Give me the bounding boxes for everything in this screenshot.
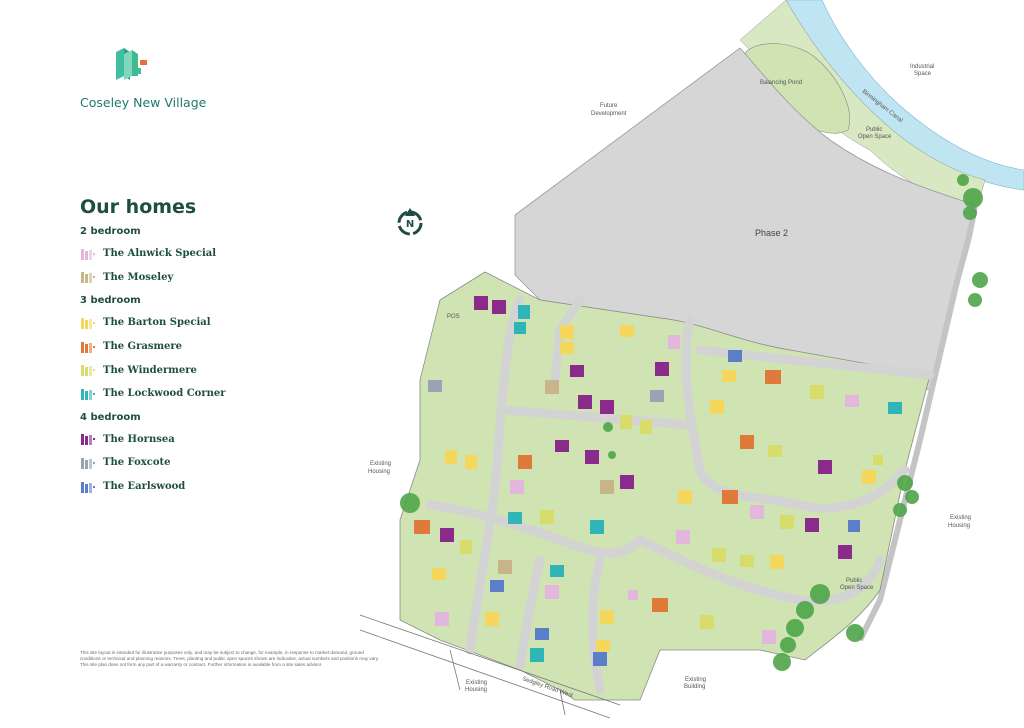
label-existing-housing-left-2: Housing [368, 469, 390, 475]
house-type-icon [81, 248, 95, 260]
legend-label: The Windermere [103, 364, 197, 376]
label-pos-right-2: Open Space [840, 585, 874, 591]
legend-label: The Foxcote [103, 457, 171, 469]
label-existing-housing-left-1: Existing [370, 461, 391, 467]
legend-label: The Barton Special [103, 317, 211, 329]
label-industrial-2: Space [914, 71, 932, 77]
legend-item-alnwick[interactable]: The Alnwick Special [80, 242, 226, 266]
legend-item-barton[interactable]: The Barton Special [80, 311, 226, 335]
legend-title: Our homes [80, 196, 197, 218]
label-existing-building-1: Existing [685, 677, 706, 683]
trees [400, 174, 988, 671]
label-phase-2: Phase 2 [755, 228, 788, 238]
legend-group-2bed: 2 bedroom [80, 226, 141, 237]
legend-item-hornsea[interactable]: The Hornsea [80, 428, 226, 452]
house-type-icon [81, 457, 95, 469]
legend-label: The Alnwick Special [103, 248, 217, 260]
house-type-icon [81, 365, 95, 377]
brand-name: Coseley New Village [80, 95, 207, 110]
label-future-2: Development [591, 111, 627, 117]
label-industrial-1: Industrial [910, 64, 934, 70]
label-existing-housing-bottom-2: Housing [465, 687, 487, 693]
label-existing-housing-right-1: Existing [950, 515, 971, 521]
label-future-1: Future [600, 103, 618, 109]
legend-group-3bed: 3 bedroom [80, 295, 141, 307]
label-pos-right-1: Public [846, 578, 862, 584]
legend-item-earlswood[interactable]: The Earlswood [80, 475, 226, 499]
label-pos-top-2: Open Space [858, 134, 892, 140]
legend-label: The Earlswood [103, 481, 186, 493]
legend-item-windermere[interactable]: The Windermere [80, 358, 226, 382]
legend-item-grasmere[interactable]: The Grasmere [80, 335, 226, 359]
legend-item-moseley[interactable]: The Moseley [80, 266, 226, 290]
label-existing-housing-right-2: Housing [948, 523, 970, 529]
house-type-icon [81, 481, 95, 493]
legend-label: The Grasmere [103, 341, 183, 353]
legend-group-4bed: 4 bedroom [80, 411, 141, 423]
label-existing-building-2: Building [684, 684, 705, 690]
legend-label: The Lockwood Corner [103, 388, 226, 400]
label-pos-top-1: Public [866, 127, 882, 133]
estate-roads [425, 295, 935, 695]
legend-label: The Hornsea [103, 433, 175, 445]
house-type-icon [81, 272, 95, 284]
legend-item-foxcote[interactable]: The Foxcote [80, 451, 226, 475]
disclaimer-text: This site layout is intended for illustr… [80, 650, 379, 667]
legend-item-lockwood[interactable]: The Lockwood Corner [80, 382, 226, 406]
boundary-path [857, 204, 978, 642]
homes-legend: Our homes 2 bedroom The Alnwick Special … [80, 196, 226, 498]
house-type-icon [81, 388, 95, 400]
label-existing-housing-bottom-1: Existing [466, 680, 487, 686]
north-arrow-icon: N [397, 208, 423, 236]
sedgley-road [359, 614, 621, 719]
label-pos-small: POS [447, 314, 460, 320]
house-type-icon [81, 317, 95, 329]
label-balancing-pond: Balancing Pond [760, 80, 802, 86]
compass-letter: N [406, 219, 414, 230]
house-plots[interactable] [414, 296, 902, 666]
house-type-icon [81, 434, 95, 446]
house-type-icon [81, 341, 95, 353]
legend-label: The Moseley [103, 271, 174, 283]
brand-logo [78, 46, 150, 86]
